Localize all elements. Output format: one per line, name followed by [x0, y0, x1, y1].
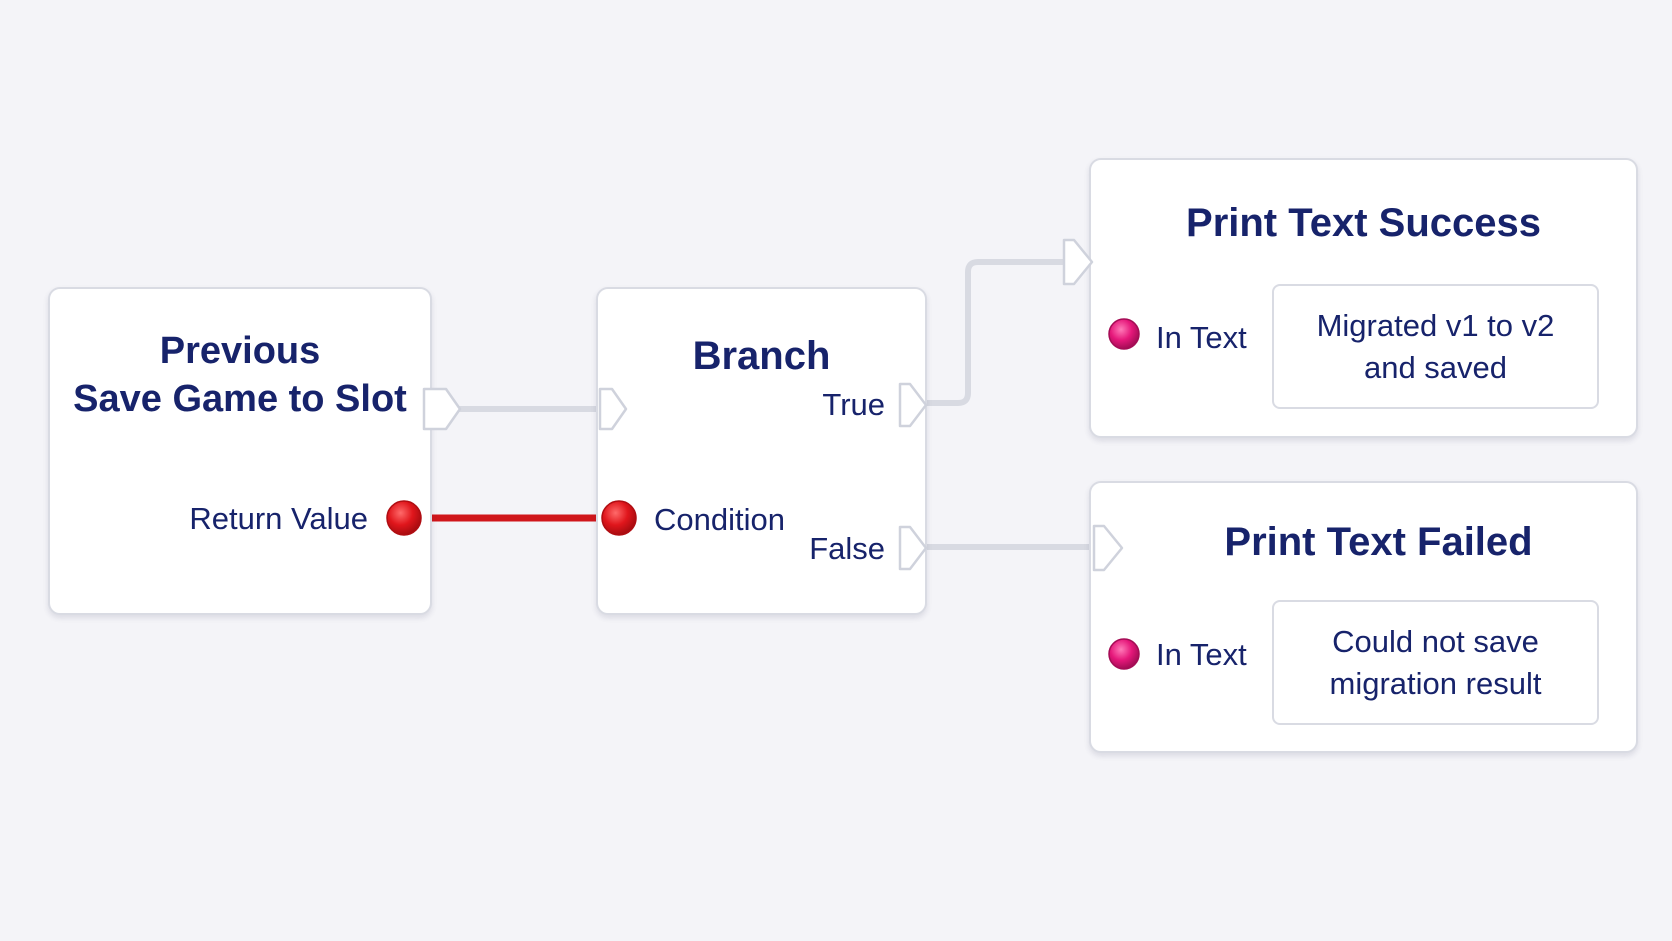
node-title: Branch: [692, 334, 831, 378]
node-title: Print Text Failed: [1224, 520, 1533, 564]
value-line2: and saved: [1363, 349, 1508, 385]
node-previous-save-game[interactable]: Previous Save Game to Slot Return Value: [48, 287, 432, 615]
in-text-label: In Text: [1156, 320, 1247, 355]
in-text-label: In Text: [1156, 637, 1247, 672]
value-line2: migration result: [1329, 665, 1542, 701]
node-title: Print Text Success: [1186, 201, 1541, 245]
return-value-label: Return Value: [189, 501, 368, 536]
node-title-line1: Previous: [159, 330, 321, 372]
node-title: Previous Save Game to Slot: [50, 327, 430, 423]
condition-label: Condition: [654, 502, 785, 537]
node-title-line2: Save Game to Slot: [73, 378, 407, 420]
true-label: True: [822, 387, 885, 422]
value-line1: Migrated v1 to v2: [1316, 307, 1555, 343]
in-text-value-field[interactable]: Could not save migration result: [1272, 600, 1599, 725]
node-print-text-success[interactable]: Print Text Success In Text Migrated v1 t…: [1089, 158, 1638, 438]
node-print-text-failed[interactable]: Print Text Failed In Text Could not save…: [1089, 481, 1638, 753]
false-label: False: [809, 531, 885, 566]
exec-wire-true-to-success: [926, 259, 1064, 406]
in-text-value-field[interactable]: Migrated v1 to v2 and saved: [1272, 284, 1599, 409]
value-line1: Could not save: [1332, 623, 1539, 659]
node-branch[interactable]: Branch True Condition False: [596, 287, 927, 615]
